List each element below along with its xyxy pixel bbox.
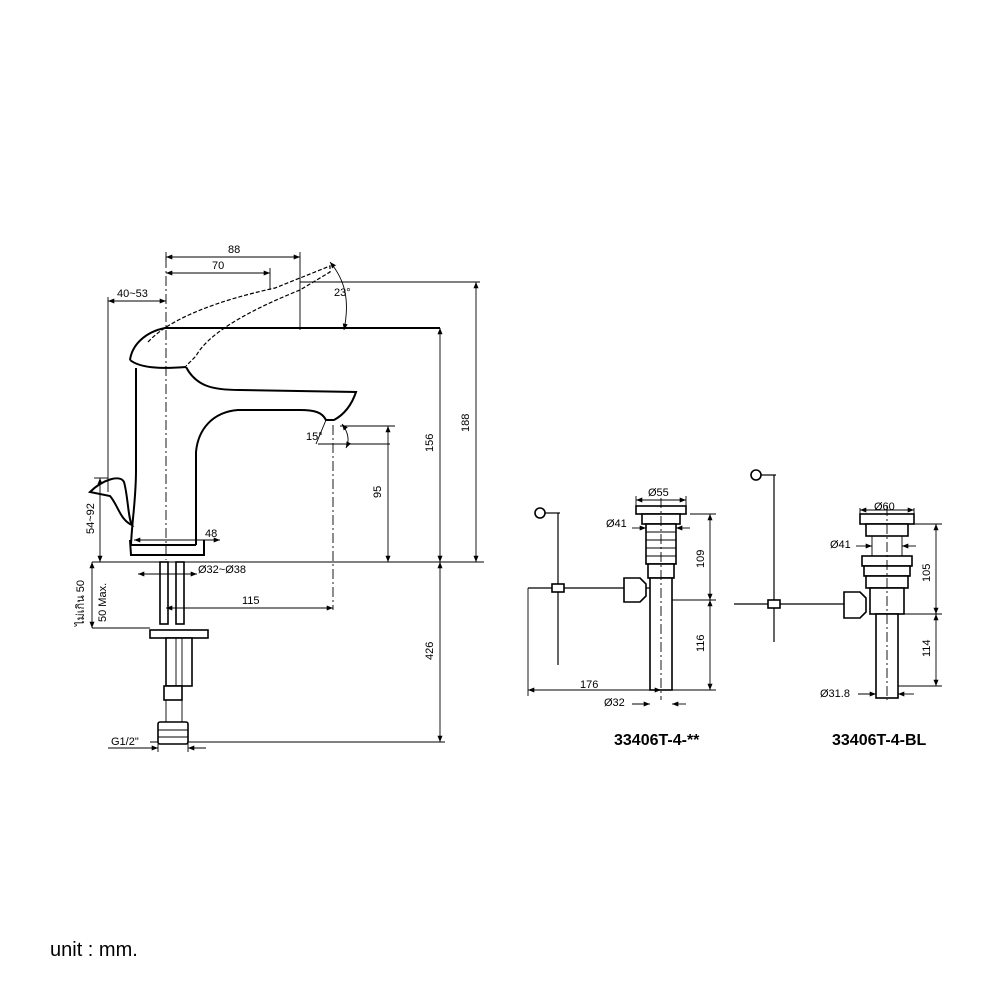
dim-a-32: Ø32: [604, 697, 625, 709]
dim-b-114: 114: [921, 639, 933, 657]
spout-outline: [185, 366, 358, 545]
pop-up-lever: [87, 477, 135, 528]
dim-b-41: Ø41: [830, 539, 851, 551]
dim-b-60: Ø60: [874, 501, 895, 513]
dim-a-116: 116: [695, 634, 707, 652]
dim-b-105: 105: [921, 564, 933, 582]
dim-32-38: Ø32~Ø38: [198, 564, 246, 576]
dim-40-53: 40~53: [117, 288, 148, 300]
dim-50-max: 50 Max.: [97, 583, 109, 622]
dim-a-109: 109: [695, 550, 707, 568]
body-outline: [129, 368, 196, 546]
dim-115: 115: [242, 595, 260, 607]
model-b: 33406T-4-BL: [832, 732, 926, 749]
handle-raised-outline: [147, 265, 331, 367]
base-outline: [129, 539, 205, 556]
dim-95: 95: [372, 486, 384, 498]
dim-a-55: Ø55: [648, 487, 669, 499]
dim-a-176: 176: [580, 679, 598, 691]
dim-88: 88: [228, 244, 240, 256]
drain-b-drawing: Ø60 Ø41 105 114 Ø31.8 33406T-4-BL: [734, 469, 942, 749]
dim-50-thai: ไม่เกิน 50: [74, 580, 87, 627]
drain-a-drawing: Ø55 Ø41 109 116 176 Ø32 33406T-4-**: [527, 487, 716, 749]
dim-54-92: 54~92: [85, 503, 97, 534]
handle-outline: [129, 327, 440, 369]
dim-156: 156: [424, 434, 436, 452]
model-a: 33406T-4-**: [614, 732, 700, 749]
dim-188: 188: [460, 414, 472, 432]
dim-48: 48: [205, 528, 217, 540]
dim-a-41: Ø41: [606, 518, 627, 530]
unit-note: unit : mm.: [50, 939, 138, 961]
dim-70: 70: [212, 260, 224, 272]
dim-g12: G1/2": [111, 736, 139, 748]
dim-23deg: 23°: [334, 287, 351, 299]
dim-15deg: 15°: [306, 431, 323, 443]
dim-426: 426: [424, 642, 436, 660]
dim-b-31-8: Ø31.8: [820, 688, 850, 700]
faucet-drawing: 88 70 23° 40~53 15° 188 156 95 54~: [74, 244, 484, 752]
